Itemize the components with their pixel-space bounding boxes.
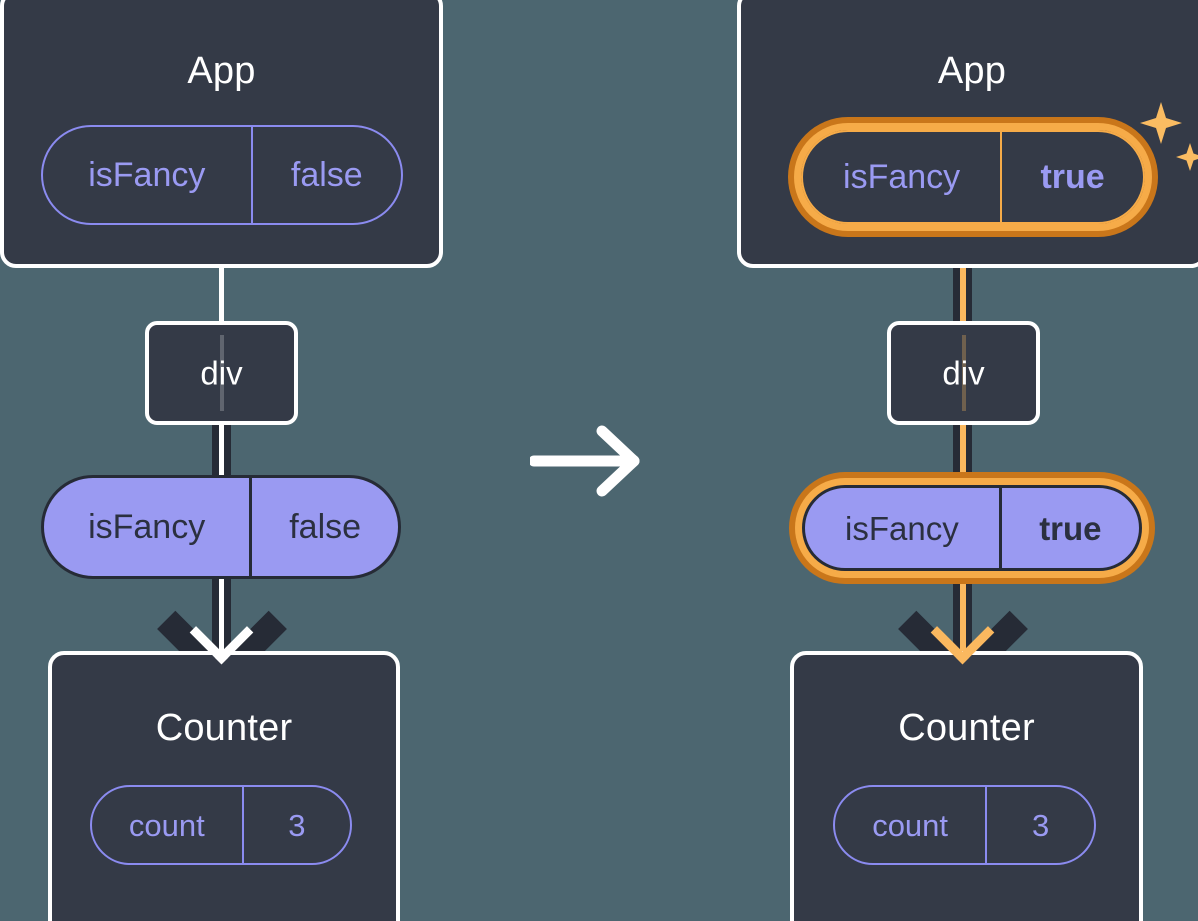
app-state-pill: isFancy false bbox=[41, 125, 403, 225]
prop-value: true bbox=[998, 488, 1139, 568]
panel-before: App isFancy false div isFancy false Coun… bbox=[0, 0, 443, 921]
connector-app-to-div bbox=[219, 264, 224, 324]
sparkle-small-icon bbox=[1176, 143, 1198, 171]
div-passthrough-line bbox=[961, 335, 966, 411]
counter-title: Counter bbox=[155, 707, 293, 749]
app-title: App bbox=[187, 50, 256, 92]
app-state-key: isFancy bbox=[843, 158, 961, 196]
connector-div-to-prop-core bbox=[219, 423, 224, 479]
counter-state-pill: count 3 bbox=[833, 785, 1096, 865]
connector-app-to-div-core bbox=[960, 225, 966, 325]
counter-title: Counter bbox=[898, 707, 1035, 749]
counter-state-value: 3 bbox=[241, 787, 350, 863]
app-state-pill: isFancy true bbox=[801, 130, 1145, 224]
prop-key: isFancy bbox=[845, 509, 959, 547]
prop-pill: isFancy false bbox=[41, 475, 401, 579]
arrow-right-icon bbox=[528, 425, 640, 497]
prop-key: isFancy bbox=[88, 508, 206, 546]
div-element-box: div bbox=[145, 321, 298, 425]
prop-value: false bbox=[249, 478, 398, 576]
sparkle-large-icon bbox=[1140, 102, 1182, 144]
panel-after: App isFancy true div isFancy true bbox=[599, 0, 1198, 921]
div-passthrough-line bbox=[219, 335, 224, 411]
counter-state-value: 3 bbox=[985, 787, 1094, 863]
app-title: App bbox=[937, 50, 1007, 92]
prop-pill: isFancy true bbox=[802, 485, 1142, 571]
div-label: div bbox=[200, 354, 243, 392]
counter-state-pill: count 3 bbox=[90, 785, 352, 865]
connector-div-to-prop-core bbox=[960, 423, 966, 479]
app-state-value: false bbox=[250, 127, 401, 223]
div-element-box: div bbox=[887, 321, 1040, 425]
div-label: div bbox=[942, 354, 985, 392]
connector-prop-to-counter-core bbox=[960, 576, 966, 662]
counter-state-key: count bbox=[128, 807, 205, 843]
connector-prop-to-counter-core bbox=[219, 576, 224, 662]
app-state-value: true bbox=[1000, 132, 1143, 222]
app-state-key: isFancy bbox=[88, 156, 206, 194]
counter-state-key: count bbox=[872, 807, 949, 843]
transition-arrow bbox=[528, 425, 645, 497]
